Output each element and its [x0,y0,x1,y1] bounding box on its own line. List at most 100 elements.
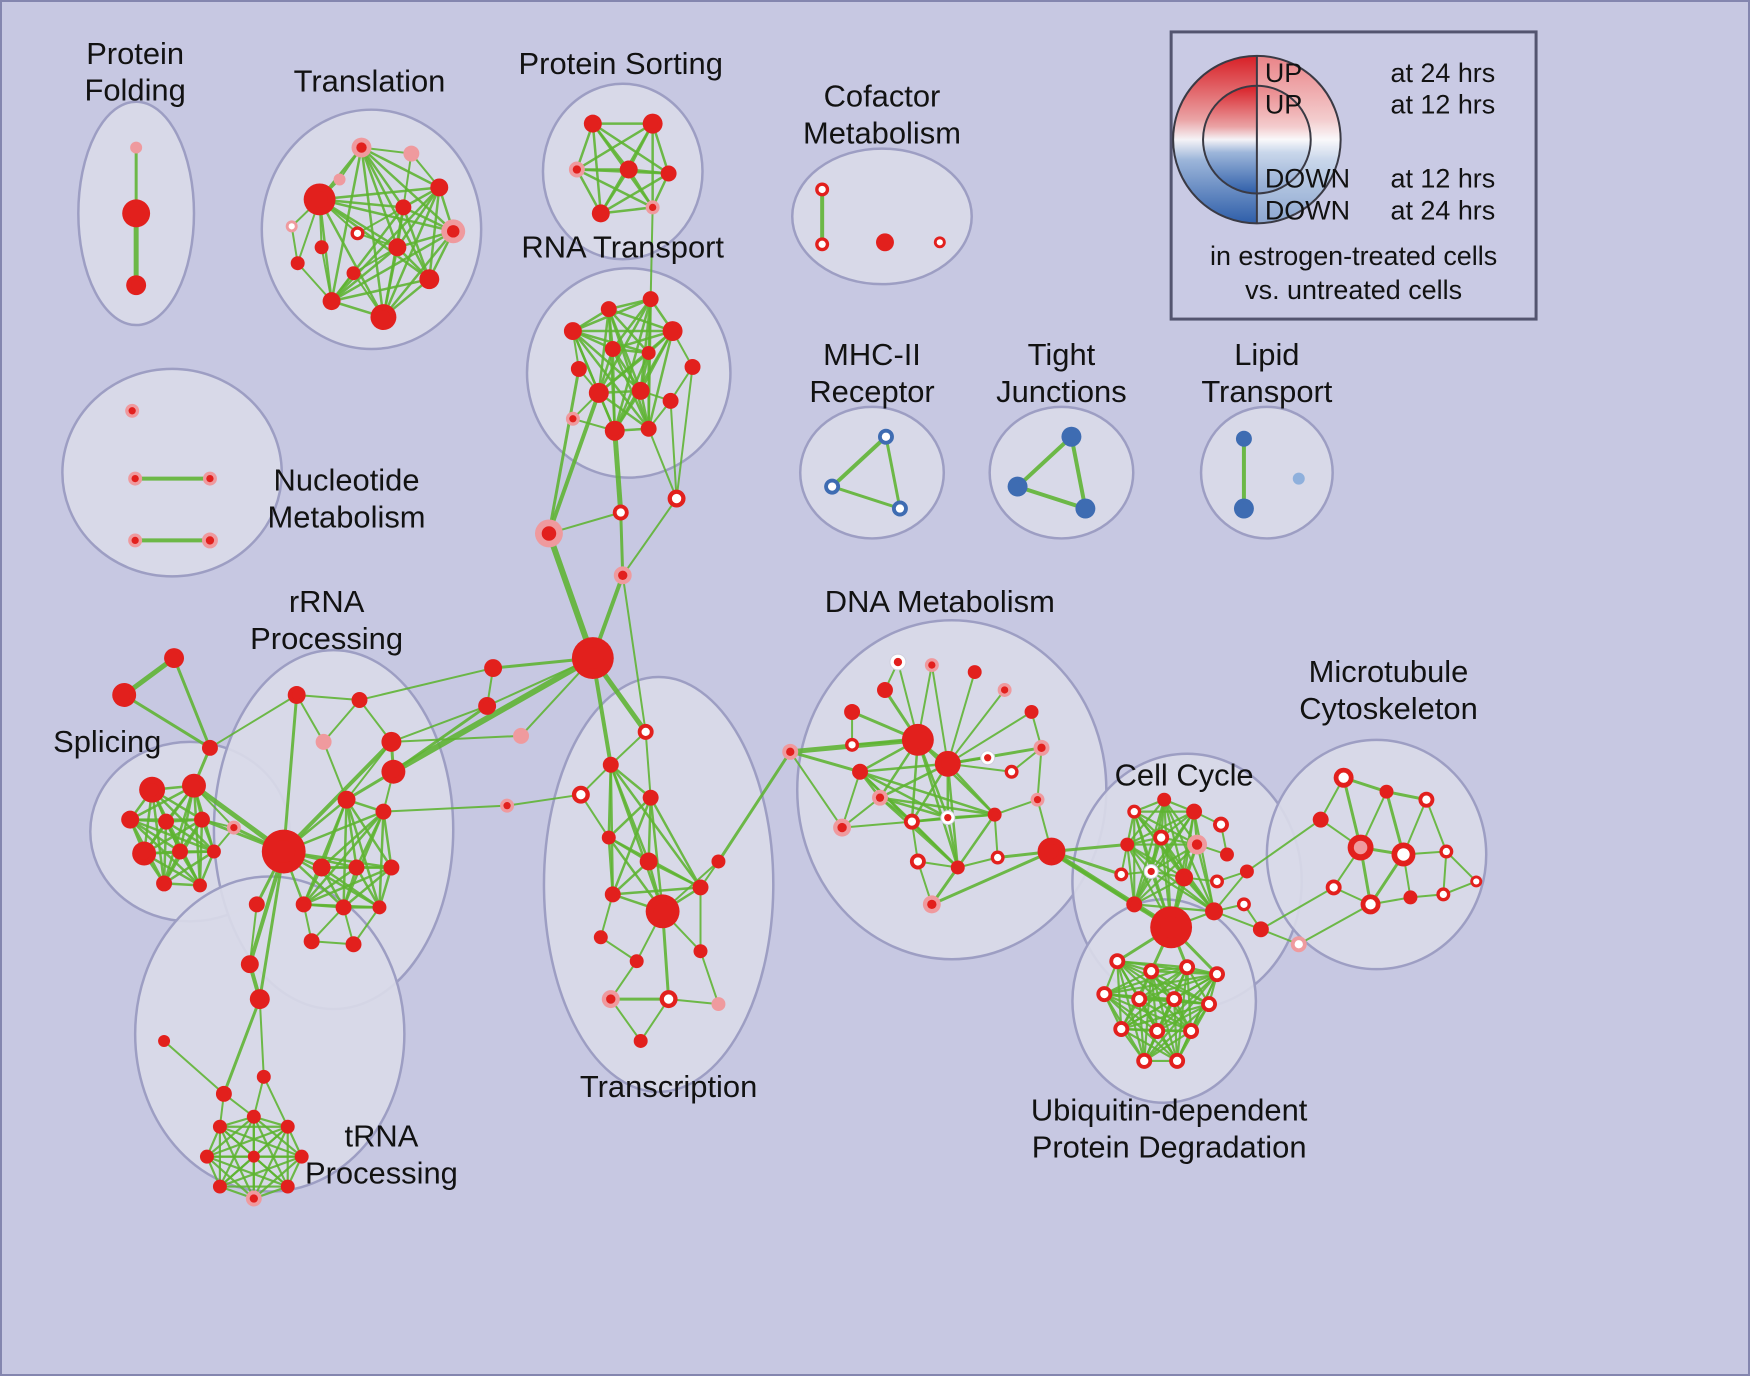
network-edge [330,277,431,303]
network-node-mc5 [1347,834,1374,861]
network-edge [946,816,960,869]
network-node-mc6 [1391,842,1416,867]
network-edge [571,329,650,431]
network-edge [390,734,523,743]
network-node-cy9 [1114,867,1129,882]
network-node-cm2 [815,237,830,252]
network-edge [611,329,674,351]
network-edge [1259,886,1335,931]
network-node-nm1 [125,403,140,418]
network-node-nm4 [128,533,143,548]
network-edge [218,1125,255,1158]
network-node-c3 [667,489,686,508]
network-node-tr4 [256,1069,271,1084]
network-node-ub11 [1183,1023,1200,1039]
network-node-rr18 [381,759,406,784]
network-node-tr10 [245,1190,262,1207]
network-node-tr9 [280,1179,295,1194]
network-node-mc10 [1403,890,1418,905]
network-edge [1163,798,1216,913]
cluster-lipid-transport [1199,405,1334,540]
network-edge [218,1115,255,1188]
network-edge [789,750,844,829]
network-edge [607,836,615,896]
network-node-tx17 [633,1033,648,1048]
network-node-cy1 [1127,804,1142,819]
network-edge [647,427,678,500]
network-edge [575,122,654,171]
network-node-rt6 [641,345,656,360]
network-edge [910,820,960,869]
network-node-cy7 [1187,834,1208,855]
network-node-tr3 [215,1085,232,1102]
network-edge [320,810,385,869]
network-edge [611,297,652,351]
network-node-ub13 [1169,1052,1186,1069]
network-node-ub1 [1109,953,1126,970]
network-edge [506,793,582,807]
network-node-ub5 [1096,986,1113,1003]
network-node-ps6 [591,204,610,223]
network-node-t6 [419,269,440,290]
network-node-m1 [782,743,799,760]
network-node-cy6 [1153,829,1170,846]
network-node-sp8 [206,844,221,859]
network-node-tr1 [249,989,270,1010]
network-node-cy18 [1252,921,1269,938]
network-edge [878,796,950,819]
network-edge [262,1075,289,1128]
network-node-rr2 [351,691,368,708]
network-node-tj2 [1007,476,1028,497]
network-node-rr12 [335,899,352,916]
network-edge [378,810,385,909]
network-node-c5 [484,659,503,678]
network-node-cy14 [1150,906,1193,949]
network-node-dm22 [990,850,1005,865]
network-node-rr6 [337,790,356,809]
network-edge [649,796,702,889]
network-edge [609,763,664,913]
network-node-mc2 [1379,784,1394,799]
network-node-tx2 [602,756,619,773]
network-node-ps4 [619,160,638,179]
network-node-cy10 [1143,863,1159,879]
network-node-c4 [613,566,632,585]
network-node-tx12 [629,954,644,969]
network-edge [830,485,902,511]
network-node-dm17 [940,810,956,826]
network-edge [597,307,611,395]
network-node-c7 [513,727,530,744]
network-node-cy8 [1219,847,1234,862]
network-node-pf1 [130,141,143,154]
network-node-ub12 [1136,1052,1153,1069]
network-edge [1133,798,1166,906]
network-node-cy2 [1157,792,1172,807]
network-edge [390,704,489,743]
network-node-mh3 [891,500,908,517]
cluster-nucleotide-metabolism [61,367,283,578]
network-edge [611,347,650,431]
network-node-sp0c [201,739,218,756]
network-node-dm6 [924,658,939,673]
network-edge [607,307,674,333]
network-edge [1143,973,1219,1063]
legend-note-line1: in estrogen-treated cells [1210,241,1497,271]
network-node-ub8 [1201,996,1218,1013]
network-node-rr1 [287,686,306,704]
network-node-t15 [285,220,298,233]
network-node-tr7 [280,1119,295,1134]
network-node-rr16 [248,896,265,913]
network-node-cy4 [1213,816,1229,833]
network-node-rt3 [642,291,659,308]
network-edge [669,399,678,500]
network-node-tr11 [212,1179,227,1194]
network-edge [1015,484,1088,511]
network-node-dm5 [889,653,907,671]
network-node-mc3 [1418,791,1435,808]
network-node-cy5 [1120,837,1135,852]
network-node-pf3 [126,275,147,296]
network-node-rt14 [640,420,657,437]
network-edge [208,693,298,749]
network-edge [1120,1027,1179,1063]
